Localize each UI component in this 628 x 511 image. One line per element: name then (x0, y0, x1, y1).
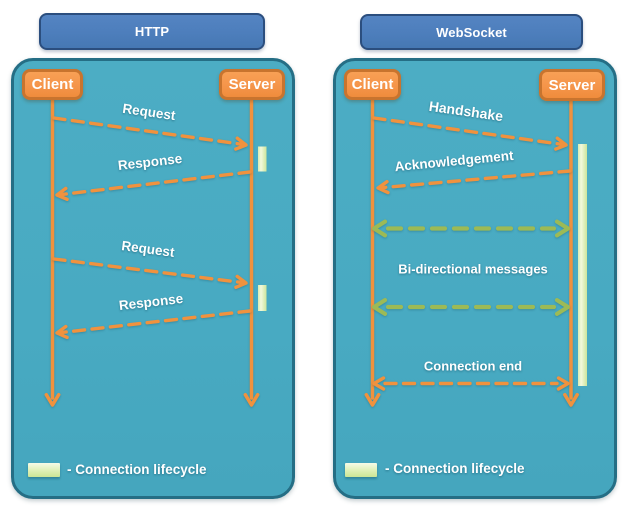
websocket-client-box: Client (344, 69, 401, 100)
http-legend-label: - Connection lifecycle (67, 462, 207, 477)
websocket-legend-label: - Connection lifecycle (385, 461, 525, 476)
http-server-label: Server (228, 76, 276, 93)
websocket-connection-end-label: Connection end (423, 358, 523, 374)
http-title-label: HTTP (134, 24, 170, 39)
http-client-label: Client (31, 76, 74, 93)
http-legend-swatch (28, 463, 60, 477)
websocket-client-label: Client (351, 76, 394, 93)
http-client-box: Client (22, 69, 83, 100)
http-panel (11, 58, 295, 499)
http-panel-title: HTTP (39, 13, 265, 50)
http-server-box: Server (219, 69, 285, 100)
websocket-panel (333, 58, 617, 499)
websocket-panel-title: WebSocket (360, 14, 583, 50)
websocket-title-label: WebSocket (436, 24, 507, 40)
websocket-server-box: Server (539, 69, 605, 101)
websocket-server-label: Server (548, 76, 596, 94)
websocket-legend-swatch (345, 463, 377, 477)
websocket-bidirectional-label: Bi-directional messages (398, 261, 548, 277)
